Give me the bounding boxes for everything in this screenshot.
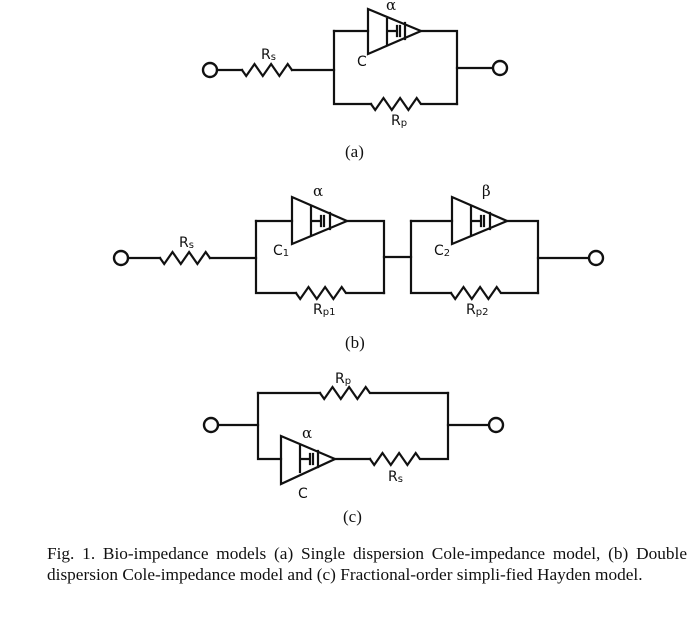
cpe-element-1 — [290, 195, 350, 246]
figure-caption: Fig. 1. Bio-impedance models (a) Single … — [47, 544, 687, 584]
wire — [254, 219, 298, 295]
label-rs: Rs — [179, 235, 194, 251]
resistor-rp2 — [449, 285, 540, 301]
label-rp1: Rp1 — [313, 302, 335, 318]
input-terminal — [201, 61, 219, 79]
label-rs: Rs — [261, 47, 276, 63]
label-rp: Rp — [391, 113, 407, 129]
capacitor-icon — [309, 205, 332, 237]
cpe-triangle-icon — [450, 195, 510, 246]
wire — [505, 219, 540, 295]
cpe-element-2 — [450, 195, 510, 246]
label-alpha: α — [386, 0, 396, 14]
resistor-rs — [158, 250, 212, 266]
capacitor-icon — [469, 205, 492, 237]
circuit-c: Rp α C Rs (c) — [202, 371, 505, 526]
label-rp: Rp — [335, 371, 351, 387]
output-terminal — [491, 59, 509, 77]
output-terminal — [587, 249, 605, 267]
circuit-b: Rs C1 α Rp1 C2 β Rp2 (b) — [112, 182, 605, 352]
input-terminal — [112, 249, 130, 267]
wire — [409, 219, 453, 295]
label-c: C — [357, 54, 367, 70]
input-terminal — [202, 416, 220, 434]
wire — [419, 29, 459, 106]
bio-impedance-figure: Rs C α Rp (a) Rs C1 α Rp — [112, 0, 605, 526]
label-rs: Rs — [388, 469, 403, 485]
wire — [332, 29, 373, 106]
label-rp2: Rp2 — [466, 302, 488, 318]
wire — [256, 391, 283, 461]
resistor-rs — [368, 391, 450, 467]
panel-label-b: (b) — [345, 333, 365, 352]
resistor-rp — [369, 96, 459, 112]
cpe-element — [366, 7, 424, 56]
cpe-element — [279, 434, 338, 486]
label-c2: C2 — [434, 243, 450, 259]
label-alpha: α — [313, 182, 323, 200]
cpe-triangle-icon — [290, 195, 350, 246]
panel-label-c: (c) — [343, 507, 362, 526]
resistor-rs — [240, 62, 294, 78]
label-beta: β — [482, 182, 491, 200]
label-alpha: α — [302, 424, 312, 442]
cpe-triangle-icon — [366, 7, 424, 56]
panel-label-a: (a) — [345, 142, 364, 161]
resistor-rp — [318, 385, 450, 401]
capacitor-icon — [298, 444, 320, 474]
output-terminal — [487, 416, 505, 434]
label-c1: C1 — [273, 243, 289, 259]
wire — [345, 219, 386, 295]
capacitor-icon — [385, 17, 407, 47]
cpe-triangle-icon — [279, 434, 338, 486]
label-c: C — [298, 486, 308, 502]
circuit-a: Rs C α Rp (a) — [201, 0, 509, 161]
resistor-rp1 — [294, 285, 386, 301]
